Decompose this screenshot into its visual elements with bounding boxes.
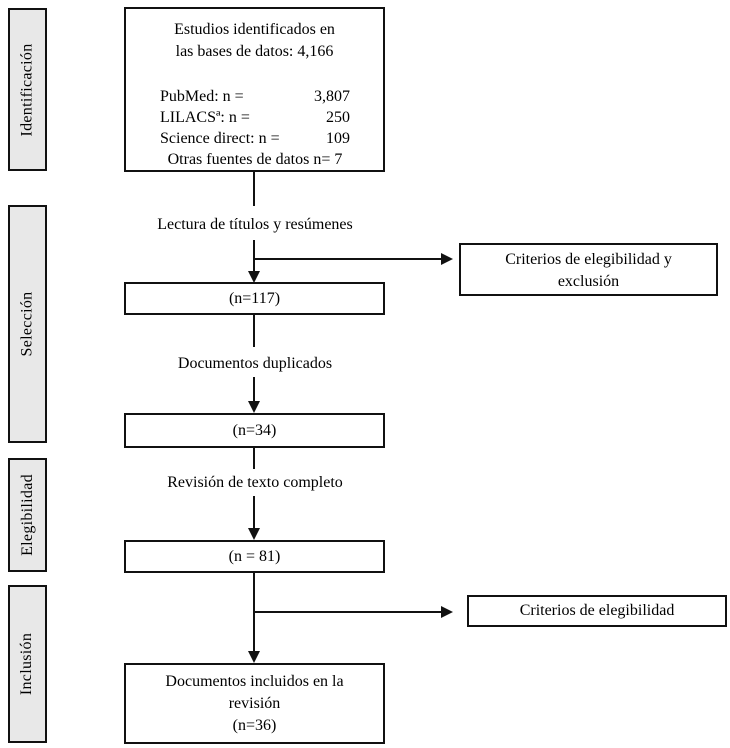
identified-title-line1: Estudios identificados en [174,21,335,38]
connector-top-to-screening-label [253,172,255,206]
stage-band-seleccion: Selección [8,205,47,443]
identified-studies-box: Estudios identificados en las bases de d… [124,7,385,172]
criteria-eligibility-label: Criterios de elegibilidad [519,602,675,619]
flow-label-fulltext: Revisión de texto completo [167,474,343,491]
connector-duplicates-label-to-dedup-box [253,377,255,402]
criteria-exclusion-line2: exclusión [557,273,620,290]
identified-title-line2: las bases de datos: 4,166 [175,43,334,60]
connector-branch-to-exclusion [253,258,443,260]
arrowhead-down-dedup [248,401,260,413]
connector-screened-to-duplicates-label [253,315,255,347]
flow-label-duplicates: Documentos duplicados [177,355,333,372]
source-label: LILACSª: n = [160,109,250,126]
arrowhead-down-included [248,651,260,663]
arrowhead-down-fulltext [248,528,260,540]
included-box: Documentos incluidos en la revisión (n=3… [124,663,385,744]
screened-box: (n=117) [124,282,385,315]
stage-label-seleccion: Selección [18,291,36,357]
source-row-sciencedirect: Science direct: n = 109 [160,128,350,149]
stage-label-identificacion: Identificación [18,42,36,137]
source-label: Science direct: n = [160,130,280,147]
stage-band-identificacion: Identificación [8,8,47,171]
deduplicated-n: (n=34) [232,421,277,439]
source-row-lilacs: LILACSª: n = 250 [160,107,350,128]
fulltext-box: (n = 81) [124,540,385,573]
criteria-eligibility-exclusion-box: Criterios de elegibilidad y exclusión [459,243,718,296]
source-value: 109 [326,130,350,147]
arrowhead-down-screened [248,271,260,283]
arrowhead-right-eligibility [441,606,453,618]
source-label: PubMed: n = [160,88,244,105]
stage-label-elegibilidad: Elegibilidad [18,474,36,556]
criteria-eligibility-box: Criterios de elegibilidad [467,595,727,627]
source-list: PubMed: n = 3,807 LILACSª: n = 250 Scien… [126,86,383,170]
included-line1: Documentos incluidos en la [165,673,344,690]
source-value: 3,807 [314,88,350,105]
fulltext-n: (n = 81) [228,547,281,565]
screened-n: (n=117) [228,289,281,307]
connector-screening-label-to-screened-box [253,240,255,272]
stage-band-inclusion: Inclusión [8,585,47,743]
source-row-pubmed: PubMed: n = 3,807 [160,86,350,107]
connector-dedup-to-fulltext-label [253,448,255,469]
connector-branch-to-eligibility [253,611,443,613]
source-row-other: Otras fuentes de datos n= 7 [167,151,343,168]
flow-label-screening: Lectura de títulos y resúmenes [157,216,353,233]
included-line2: revisión [228,695,281,712]
deduplicated-box: (n=34) [124,413,385,448]
stage-label-inclusion: Inclusión [18,632,36,696]
source-value: 250 [326,109,350,126]
arrowhead-right-exclusion [441,253,453,265]
stage-band-elegibilidad: Elegibilidad [8,458,47,572]
criteria-exclusion-line1: Criterios de elegibilidad y [505,251,672,268]
connector-fulltext-label-to-fulltext-box [253,496,255,529]
included-n: (n=36) [232,717,277,734]
